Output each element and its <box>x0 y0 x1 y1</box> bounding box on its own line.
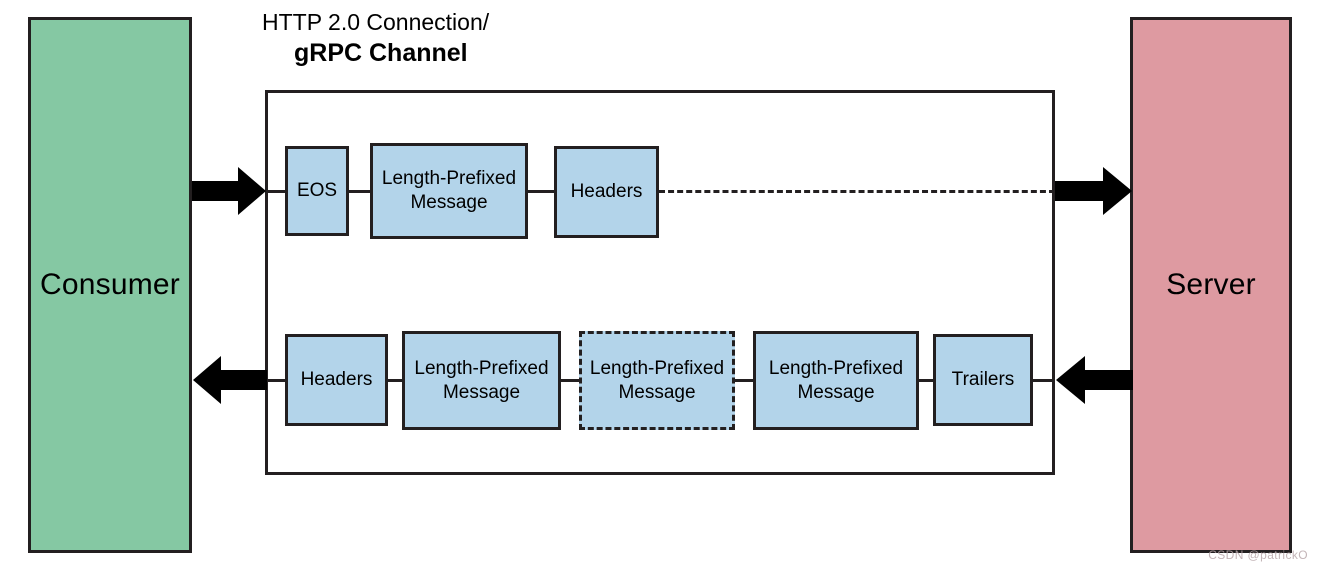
connector-bottom-2 <box>561 379 579 382</box>
connector-bottom-4 <box>919 379 933 382</box>
response-box-headers-label: Headers <box>300 369 373 391</box>
request-box-eos: EOS <box>285 146 349 236</box>
response-box-trailers-label: Trailers <box>951 369 1015 391</box>
request-box-headers-label: Headers <box>570 181 643 203</box>
connector-bottom-exit <box>1033 379 1055 382</box>
arrow-request-into-channel <box>192 163 267 219</box>
server-panel: Server <box>1130 17 1292 553</box>
response-box-trailers: Trailers <box>933 334 1033 426</box>
watermark: CSDN @patrickO <box>1208 548 1308 562</box>
response-box-length-prefixed-message-3-label: Length-Prefixed Message <box>768 357 904 403</box>
arrow-response-from-server <box>1055 352 1133 408</box>
request-box-eos-label: EOS <box>296 180 338 202</box>
response-box-length-prefixed-message-3: Length-Prefixed Message <box>753 331 919 430</box>
response-box-length-prefixed-message-1-label: Length-Prefixed Message <box>414 357 549 403</box>
connector-top-dashed-continuation <box>659 190 1055 193</box>
response-box-headers: Headers <box>285 334 388 426</box>
channel-title-line-1: HTTP 2.0 Connection/ <box>262 9 490 35</box>
request-box-length-prefixed-message: Length-Prefixed Message <box>370 143 528 239</box>
connector-top-2 <box>528 190 554 193</box>
request-box-length-prefixed-message-label: Length-Prefixed Message <box>381 168 517 213</box>
channel-title: HTTP 2.0 Connection/ gRPC Channel <box>262 8 762 69</box>
response-box-length-prefixed-message-2-optional: Length-Prefixed Message <box>579 331 735 430</box>
arrow-response-to-consumer <box>192 352 267 408</box>
arrow-request-to-server <box>1055 163 1133 219</box>
response-box-length-prefixed-message-1: Length-Prefixed Message <box>402 331 561 430</box>
consumer-label: Consumer <box>40 268 180 301</box>
request-box-headers: Headers <box>554 146 659 238</box>
connector-bottom-entry <box>265 379 285 382</box>
consumer-panel: Consumer <box>28 17 192 553</box>
connector-bottom-3 <box>735 379 753 382</box>
connector-bottom-1 <box>388 379 402 382</box>
connector-top-1 <box>349 190 370 193</box>
server-label: Server <box>1166 268 1256 301</box>
response-box-length-prefixed-message-2-label: Length-Prefixed Message <box>589 357 725 403</box>
connector-top-entry <box>265 190 285 193</box>
channel-title-line-2: gRPC Channel <box>294 39 468 68</box>
